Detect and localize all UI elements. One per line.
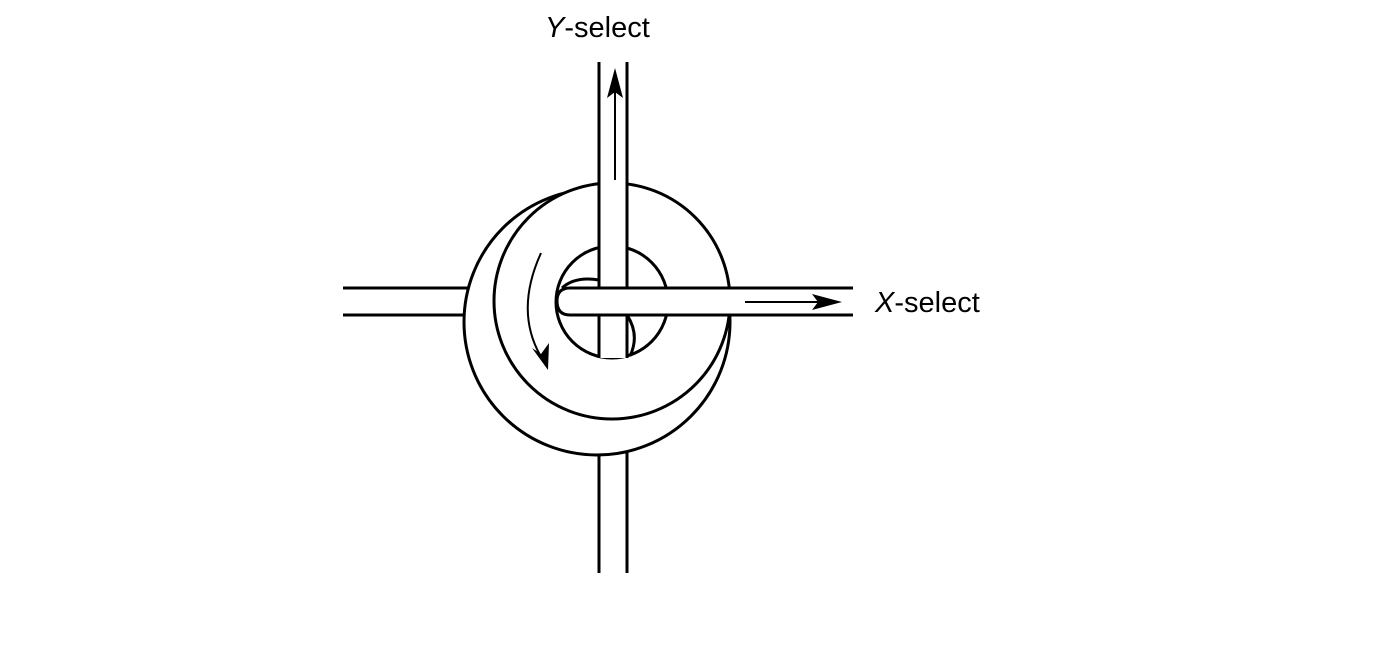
x-variable: X	[875, 287, 895, 319]
x-current-arrow-icon	[745, 294, 842, 310]
x-wire-right	[555, 286, 853, 317]
y-select-label: Y-select	[545, 12, 650, 45]
y-select-text: -select	[564, 12, 650, 44]
y-current-arrow-icon	[607, 68, 623, 180]
flux-direction-arrow-icon	[526, 252, 549, 370]
y-variable: Y	[545, 12, 565, 44]
x-wire-left	[343, 286, 475, 317]
x-select-label: X-select	[875, 287, 980, 320]
x-select-text: -select	[894, 287, 980, 319]
x-wire-bend	[560, 277, 600, 290]
